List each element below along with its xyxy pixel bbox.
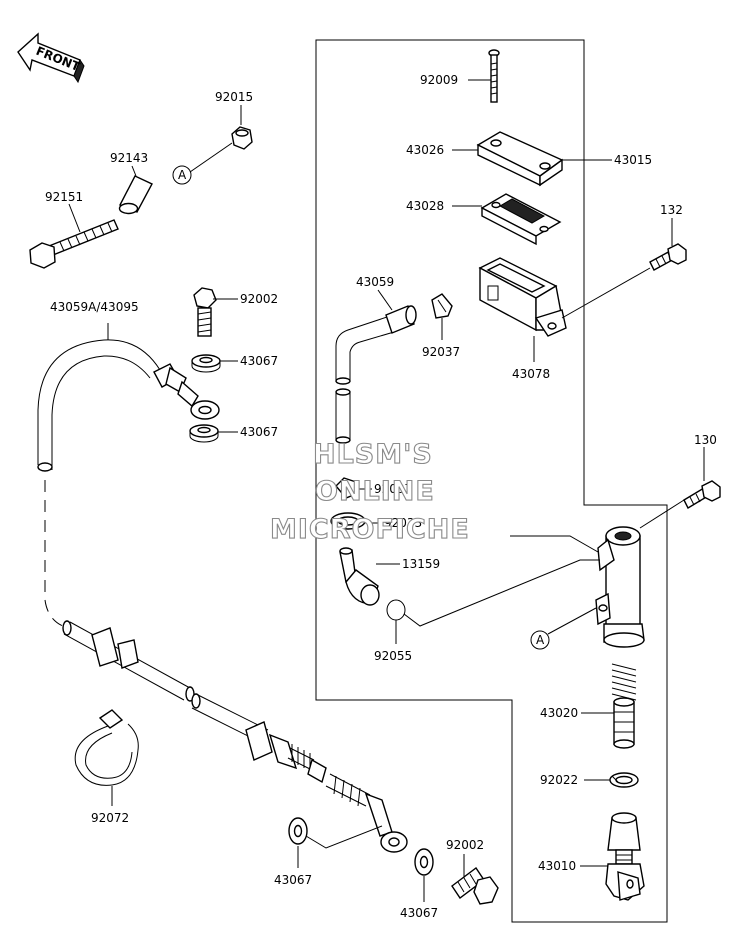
- part-92037-clip-lower: [335, 477, 357, 499]
- part-lower-hose: [62, 620, 408, 853]
- callout-92033: 92033: [384, 516, 422, 530]
- part-92072-clamp: [74, 709, 139, 786]
- part-43010-push-rod: [605, 812, 645, 901]
- callout-43026: 43026: [406, 143, 444, 157]
- callout-13159: 13159: [402, 557, 440, 571]
- callout-92072: 92072: [91, 811, 129, 825]
- part-92037-clip-upper: [431, 293, 453, 319]
- part-master-cylinder-body: [595, 526, 645, 648]
- part-130-bolt: [683, 480, 721, 509]
- callout-92002-upper: 92002: [240, 292, 278, 306]
- callout-43059A-43095: 43059A/43095: [50, 300, 139, 314]
- part-43059A-43095-hose: [37, 339, 220, 472]
- callout-43010: 43010: [538, 859, 576, 873]
- part-43067-washer-upper: [191, 354, 221, 373]
- watermark-line-1: HLSM'S: [313, 439, 433, 470]
- callout-92015: 92015: [215, 90, 253, 104]
- part-43067-washer-lower-right: [414, 848, 434, 876]
- part-92151-bolt: [29, 219, 119, 269]
- callout-92022: 92022: [540, 773, 578, 787]
- callout-43067-lower-left: 43067: [274, 873, 312, 887]
- callout-43067-middle: 43067: [240, 425, 278, 439]
- part-43059-reservoir-hose: [335, 305, 417, 444]
- callout-92151: 92151: [45, 190, 83, 204]
- callout-43015: 43015: [614, 153, 652, 167]
- part-132-bolt: [649, 243, 687, 271]
- ref-marker-a-lower-label: A: [536, 633, 545, 647]
- callout-92002-lower: 92002: [446, 838, 484, 852]
- front-arrow: FRONT: [17, 32, 85, 84]
- part-43026-cap: [476, 131, 564, 187]
- ref-marker-a-upper-label: A: [178, 168, 187, 182]
- part-92009-screw: [488, 49, 500, 103]
- part-43078-reservoir: [478, 257, 567, 337]
- part-92033-circlip: [330, 512, 366, 530]
- callout-92055: 92055: [374, 649, 412, 663]
- watermark-line-3: MICROFICHE: [270, 514, 470, 545]
- callout-43028: 43028: [406, 199, 444, 213]
- part-13159-fitting: [339, 547, 380, 606]
- hose-break-dashes: [44, 480, 69, 629]
- callout-labels: 92015 92143 92151 43059A/43095 92002 430…: [45, 73, 717, 920]
- watermark-line-2: ONLINE: [315, 476, 435, 507]
- part-92002-banjo-bolt-lower: [451, 866, 499, 905]
- part-43067-washer-middle: [189, 424, 219, 443]
- ref-marker-a-upper: A: [172, 165, 192, 185]
- part-43067-washer-lower-left: [288, 817, 308, 845]
- callout-132: 132: [660, 203, 683, 217]
- callout-43078: 43078: [512, 367, 550, 381]
- callout-92037-lower: 92037: [374, 482, 412, 496]
- part-92022-circlip: [609, 772, 639, 788]
- assembly-outline: [315, 39, 668, 923]
- callout-43067-lower-right: 43067: [400, 906, 438, 920]
- callout-43020: 43020: [540, 706, 578, 720]
- part-43020-spring-piston: [611, 663, 637, 749]
- callout-92143: 92143: [110, 151, 148, 165]
- part-92143-collar: [118, 175, 153, 215]
- part-92055-o-ring: [386, 599, 406, 621]
- callout-92009: 92009: [420, 73, 458, 87]
- leader-lines: [68, 79, 705, 902]
- callout-92037-upper: 92037: [422, 345, 460, 359]
- part-43028-diaphragm: [480, 193, 562, 246]
- ref-marker-a-lower: A: [530, 630, 550, 650]
- callout-43059: 43059: [356, 275, 394, 289]
- callout-130: 130: [694, 433, 717, 447]
- watermark: HLSM'S ONLINE MICROFICHE: [269, 438, 470, 545]
- part-92015-nut: [231, 126, 253, 150]
- callout-43067-upper: 43067: [240, 354, 278, 368]
- part-92002-banjo-bolt-upper: [193, 287, 217, 337]
